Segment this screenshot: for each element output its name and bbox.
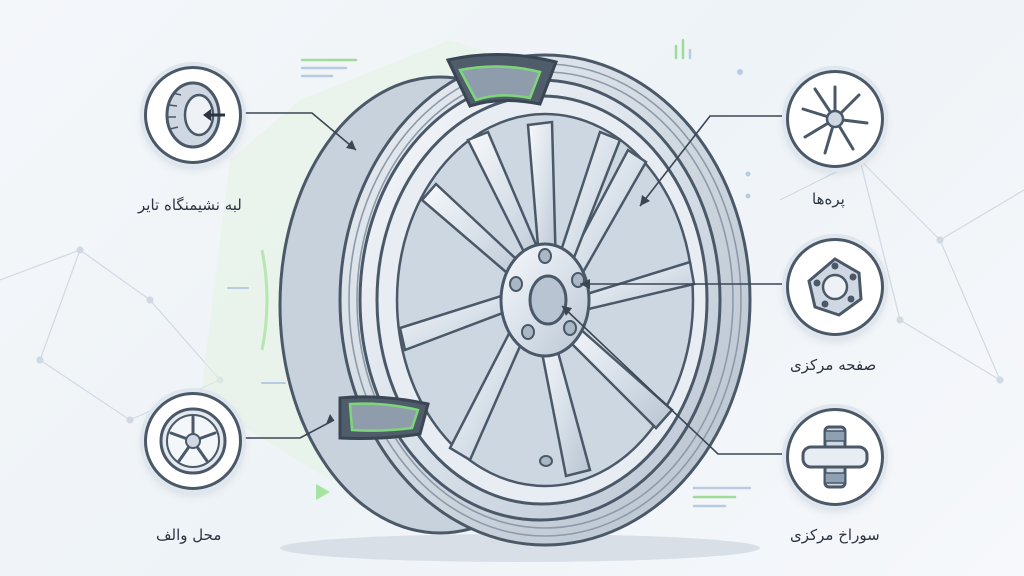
callout-center-bore	[786, 408, 884, 506]
spokes-icon	[801, 85, 869, 155]
center-bore-icon	[801, 425, 869, 489]
lug-holes	[509, 248, 585, 340]
tire-section-top	[445, 52, 559, 108]
leader-arrowheads	[326, 140, 650, 424]
center-bore	[528, 274, 568, 326]
tire-icon	[165, 81, 225, 149]
ground-shadow	[280, 534, 760, 562]
hub-plate-icon	[807, 257, 863, 317]
callout-valve	[144, 392, 242, 490]
label-spokes: پره‌ها	[812, 190, 845, 208]
label-hub-plate: صفحه مرکزی	[790, 356, 877, 374]
label-tire-bead: لبه نشیمنگاه تایر	[138, 196, 242, 214]
leader-spokes	[639, 115, 782, 207]
glow-accent	[260, 249, 269, 351]
label-center-bore: سوراخ مرکزی	[790, 526, 880, 544]
valve-stem	[539, 455, 553, 467]
leader-lines	[238, 112, 782, 455]
leader-center-bore	[561, 305, 782, 455]
wheel	[278, 53, 752, 547]
decorative-dashes	[227, 38, 752, 508]
callout-hub-plate	[786, 238, 884, 336]
callout-tire-bead	[144, 66, 242, 164]
leader-tire-bead	[238, 112, 357, 151]
tire-section-bottom	[338, 395, 430, 440]
wheel-spokes	[398, 120, 696, 478]
callout-spokes	[786, 70, 884, 168]
label-valve: محل والف	[156, 526, 222, 544]
small-wheel-icon	[159, 407, 227, 475]
leader-valve	[238, 419, 335, 439]
